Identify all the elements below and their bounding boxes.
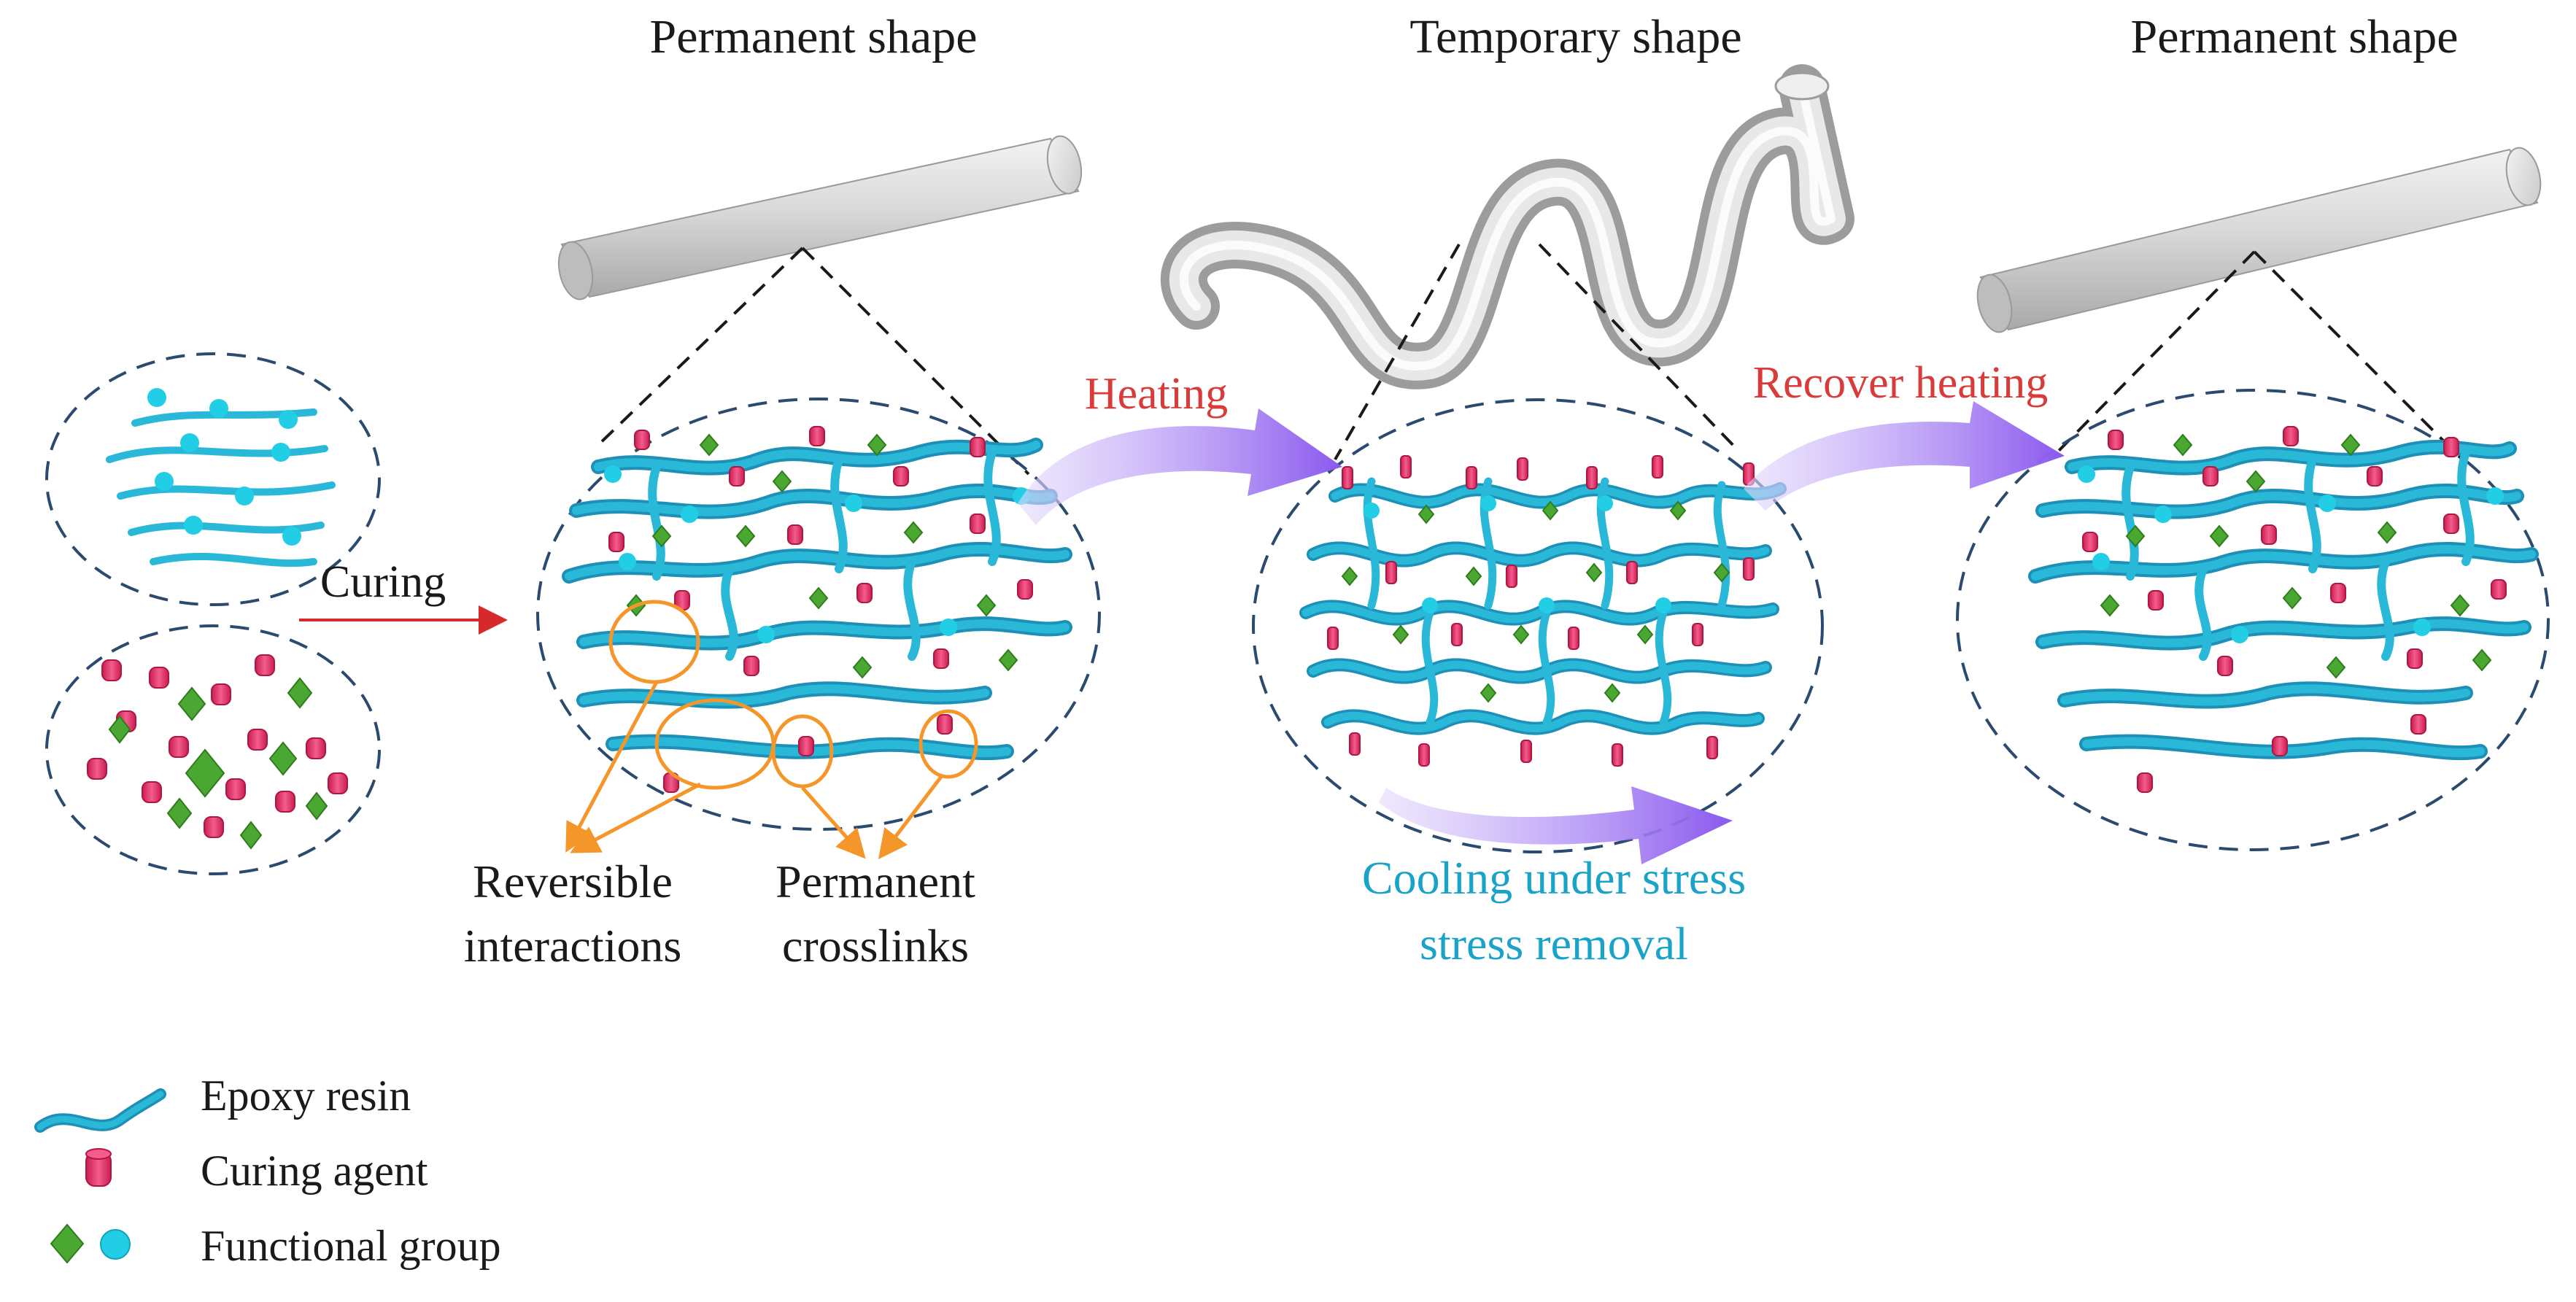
- reversible-circle-1: [608, 600, 700, 684]
- network-ellipse-1: [536, 398, 1101, 831]
- recover-heating-label: Recover heating: [1753, 358, 2049, 408]
- heating-label: Heating: [1085, 369, 1228, 419]
- dashed-ellipses: [45, 352, 2550, 875]
- stage-title-temporary: Temporary shape: [1409, 10, 1741, 63]
- network-permanent-1: [562, 426, 1072, 793]
- helical-spring: [1161, 64, 1854, 390]
- permanent-crosslinks-label-line2: crosslinks: [782, 920, 969, 972]
- legend-functional-group-label: Functional group: [201, 1222, 501, 1270]
- curing-agent-ellipse: [45, 624, 381, 875]
- stage-title-permanent-2: Permanent shape: [2130, 10, 2458, 63]
- cooling-arrow: [1379, 786, 1733, 864]
- curing-label: Curing: [320, 557, 446, 607]
- cooling-label-line1: Cooling under stress: [1362, 852, 1746, 904]
- reversible-label-line1: Reversible: [473, 856, 673, 907]
- legend-curing-agent-icon: [85, 1148, 112, 1187]
- legend-epoxy-label: Epoxy resin: [201, 1072, 411, 1120]
- zoom-lines: [597, 243, 2464, 476]
- stage-title-permanent-1: Permanent shape: [649, 10, 977, 63]
- network-temporary: [1299, 455, 1787, 767]
- legend-curing-agent-label: Curing agent: [201, 1147, 428, 1195]
- straight-rod-2: [1976, 147, 2542, 333]
- legend-functional-group-icon: [50, 1223, 131, 1264]
- epoxy-precursor-strands: [106, 408, 336, 567]
- permanent-circle-1: [771, 714, 834, 788]
- annotation-markers: [565, 600, 978, 859]
- legend: Epoxy resin Curing agent Functional grou…: [34, 1072, 501, 1270]
- heating-arrow: [1018, 408, 1342, 525]
- legend-epoxy-icon: [34, 1088, 166, 1133]
- network-ellipse-2: [1252, 398, 1824, 853]
- straight-rod-1: [557, 135, 1083, 301]
- network-permanent-2: [2028, 426, 2539, 793]
- curing-agent-mixture: [87, 654, 348, 850]
- reversible-label-line2: interactions: [464, 920, 682, 972]
- cooling-label-line2: stress removal: [1420, 918, 1688, 969]
- precursor-groups: [147, 388, 301, 546]
- network-ellipse-3: [1956, 389, 2550, 851]
- epoxy-precursor-ellipse: [45, 352, 381, 606]
- permanent-circle-2: [918, 709, 978, 779]
- recover-heating-arrow: [1744, 401, 2065, 511]
- permanent-crosslinks-label-line1: Permanent: [775, 856, 975, 907]
